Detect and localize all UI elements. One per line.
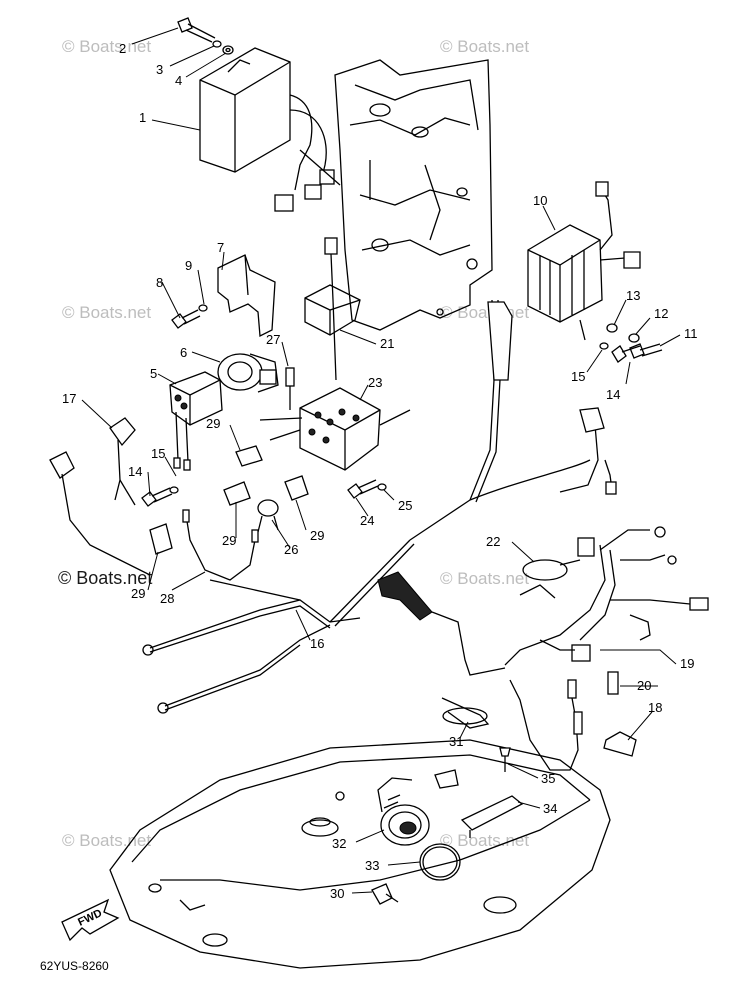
callout-31: 31 [449,734,463,749]
callout-8: 8 [156,275,163,290]
callout-12: 12 [654,306,668,321]
leader-lines [81,27,681,894]
callout-14-left: 14 [128,464,142,479]
battery-lead-17 [49,417,151,576]
callout-5: 5 [150,366,157,381]
callout-4: 4 [175,73,182,88]
wire-band-22 [522,559,581,581]
battery-cables-16 [142,579,361,714]
callout-19: 19 [680,656,694,671]
bottom-cowling [109,739,611,969]
bolt-washer-14-15-left [141,486,179,507]
callout-34: 34 [543,801,557,816]
callout-9: 9 [185,258,192,273]
watermark-mid-left: © Boats.net [62,303,151,322]
callout-13: 13 [626,288,640,303]
bolt-washer-8-9 [171,304,208,329]
watermark-top-right: © Boats.net [440,37,529,56]
cdi-unit [199,47,341,212]
callout-33: 33 [365,858,379,873]
watermark-bottom-left: © Boats.net [62,831,151,850]
rubber-holder-6 [217,353,279,393]
watermark-bottom-right: © Boats.net [440,831,529,850]
diagram-code: 62YUS-8260 [40,959,109,973]
callout-24: 24 [360,513,374,528]
callout-20: 20 [637,678,651,693]
callout-2: 2 [119,41,126,56]
callout-10: 10 [533,193,547,208]
callout-3: 3 [156,62,163,77]
callout-29-c: 29 [310,528,324,543]
callout-32: 32 [332,836,346,851]
callout-16: 16 [310,636,324,651]
main-cables [329,299,617,627]
callout-11: 11 [684,326,698,341]
callout-17: 17 [62,391,76,406]
screw-35 [499,747,511,772]
callout-22: 22 [486,534,500,549]
cable-tie-31 [441,697,490,729]
callout-28: 28 [160,591,174,606]
callout-35: 35 [541,771,555,786]
grommet-32 [377,777,430,846]
watermark-center-right: © Boats.net [440,569,529,588]
clip-30 [371,883,399,905]
starter-relay-5 [169,371,223,471]
watermark-center-left: © Boats.net [58,568,152,588]
callout-1: 1 [139,110,146,125]
callout-7: 7 [217,240,224,255]
callout-29-b: 29 [222,533,236,548]
clamp-26 [257,499,279,533]
bracket-34 [460,795,524,838]
wire-harness-19 [504,526,709,666]
callout-15-left: 15 [151,446,165,461]
callout-numbers: 2 3 4 1 10 11 12 13 15 14 7 9 8 6 5 27 2… [62,41,698,901]
callout-26: 26 [284,542,298,557]
bracket-7 [217,254,276,338]
bolts-washers-right [579,319,663,363]
forward-arrow-icon: FWD [61,898,120,942]
callout-23: 23 [368,375,382,390]
lead-wire-28 [182,509,259,581]
watermark-top-left: © Boats.net [62,37,151,56]
callout-15-right: 15 [571,369,585,384]
callout-14-right: 14 [606,387,620,402]
callout-6: 6 [180,345,187,360]
electrical-bracket-frame [334,59,493,331]
callout-29-a: 29 [206,416,220,431]
rectifier-regulator-10 [527,181,641,323]
callout-29-d: 29 [131,586,145,601]
bolt-and-washers-2-3-4 [177,17,234,55]
bolt-washer-24-25 [347,479,387,499]
rubber-caps-29 [149,445,309,555]
fuse-20 [607,671,619,695]
bracket-21 [304,237,361,381]
callout-27: 27 [266,332,280,347]
callout-30: 30 [330,886,344,901]
clip-18 [603,731,637,757]
grommet-cable [377,571,583,771]
callout-18: 18 [648,700,662,715]
fuse-27 [285,367,295,410]
terminal-block-23 [259,387,411,471]
callout-25: 25 [398,498,412,513]
callout-21: 21 [380,336,394,351]
